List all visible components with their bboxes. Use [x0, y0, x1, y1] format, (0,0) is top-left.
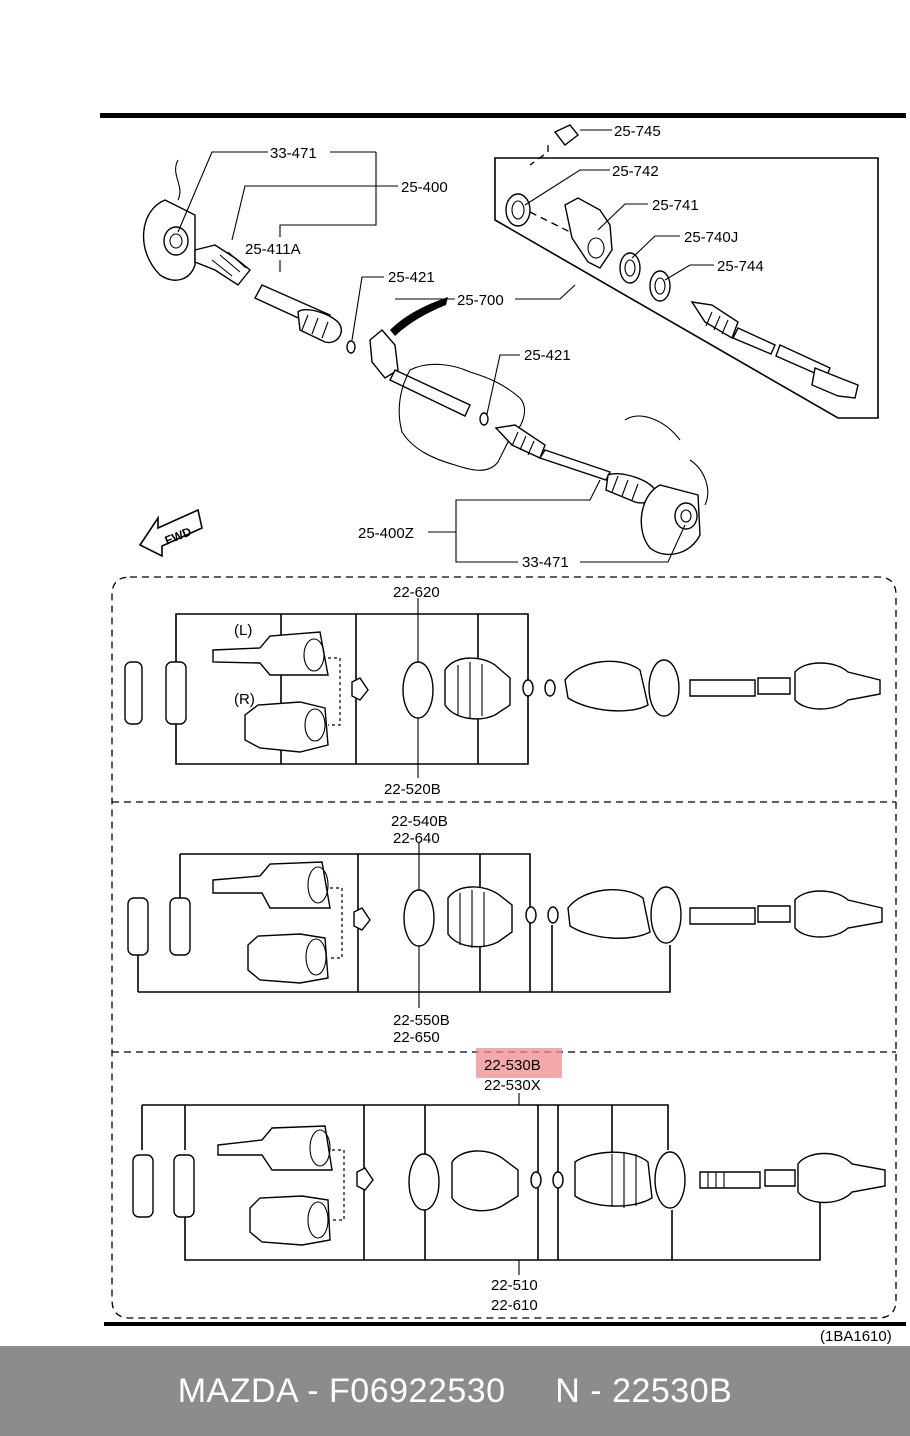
footer-part-info: MAZDA - F06922530 N - 22530B — [177, 1371, 733, 1410]
label-22-530b: 22-530B — [484, 1057, 541, 1074]
label-22-650: 22-650 — [393, 1029, 440, 1046]
label-22-540b: 22-540B — [391, 813, 448, 830]
label-left: (L) — [234, 622, 252, 639]
label-22-530x: 22-530X — [484, 1077, 541, 1094]
label-25-740j: 25-740J — [684, 229, 738, 246]
label-25-411a: 25-411A — [245, 241, 301, 258]
label-25-400z: 25-400Z — [358, 525, 414, 542]
kit-section-2 — [127, 842, 883, 1008]
label-22-610: 22-610 — [491, 1297, 538, 1314]
label-33-471-left: 33-471 — [270, 145, 317, 162]
label-22-640: 22-640 — [393, 830, 440, 847]
inset-dashed-guide — [529, 145, 571, 233]
label-22-510: 22-510 — [491, 1277, 538, 1294]
fwd-arrow: FWD — [138, 508, 203, 558]
label-25-421-upper: 25-421 — [388, 269, 435, 286]
transmission-outline — [398, 363, 525, 471]
label-25-742: 25-742 — [612, 163, 659, 180]
inset-box-frame — [494, 157, 879, 419]
right-hub-illustration — [624, 415, 709, 556]
right-driveshaft-illustration — [494, 424, 657, 504]
kit-section-3 — [132, 1093, 886, 1275]
fwd-arrow-label: FWD — [163, 524, 194, 547]
label-25-745: 25-745 — [614, 123, 661, 140]
label-25-421-lower: 25-421 — [524, 347, 571, 364]
label-22-520b: 22-520B — [384, 781, 441, 798]
label-33-471-right: 33-471 — [522, 554, 569, 571]
bottom-rule — [104, 1322, 906, 1326]
diagram-code: (1BA1610) — [820, 1328, 892, 1345]
left-driveshaft-illustration — [194, 244, 489, 426]
curved-arrow — [390, 297, 448, 336]
top-assembly — [142, 124, 879, 556]
top-rule — [100, 113, 906, 118]
label-25-700: 25-700 — [457, 292, 504, 309]
label-22-550b: 22-550B — [393, 1012, 450, 1029]
label-22-620: 22-620 — [393, 584, 440, 601]
inset-parts-illustration — [505, 124, 859, 399]
highlight-22-530b — [476, 1048, 562, 1078]
label-25-744: 25-744 — [717, 258, 764, 275]
label-25-400: 25-400 — [401, 179, 448, 196]
label-right: (R) — [234, 691, 255, 708]
footer-bar: MAZDA - F06922530 N - 22530B — [0, 1346, 910, 1436]
top-leaders — [177, 129, 714, 563]
kit-section-1 — [124, 598, 881, 778]
label-25-741: 25-741 — [652, 197, 699, 214]
left-hub-illustration — [142, 159, 196, 281]
parts-diagram: 33-471 25-400 25-411A 25-421 25-700 25-7… — [100, 113, 906, 1345]
